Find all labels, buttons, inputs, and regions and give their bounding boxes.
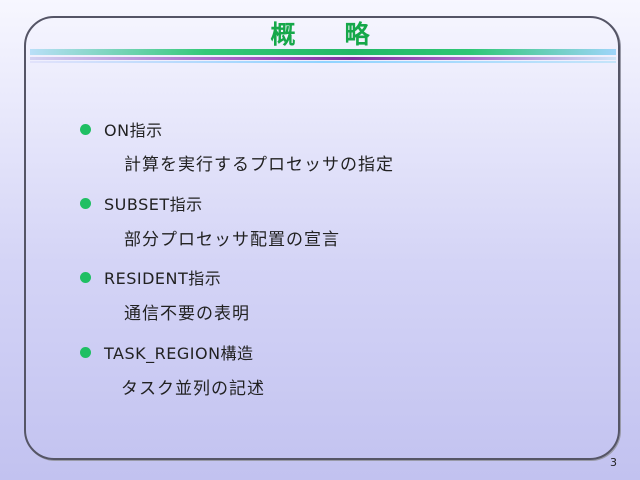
title-underline (30, 49, 616, 55)
slide-frame (24, 16, 620, 460)
page-number: 3 (610, 456, 617, 469)
bullet-detail: 部分プロセッサ配置の宣言 (124, 230, 340, 250)
bullet-dot-icon (80, 197, 91, 209)
bullet-dot-icon (80, 271, 91, 283)
bullet-heading: ON指示 (104, 121, 163, 140)
bullet-dot-icon (80, 123, 91, 135)
bullet-heading: SUBSET指示 (104, 195, 203, 214)
slide-title: 概 略 (270, 20, 382, 49)
bullet-item-on: ON指示 (80, 116, 163, 142)
bullet-item-task-region: TASK_REGION構造 (80, 339, 254, 365)
title-underline-accent (30, 57, 616, 60)
bullet-item-subset: SUBSET指示 (80, 190, 203, 216)
bullet-dot-icon (80, 346, 91, 358)
bullet-detail: 計算を実行するプロセッサの指定 (124, 155, 394, 175)
bullet-detail: 通信不要の表明 (124, 304, 250, 324)
bullet-item-resident: RESIDENT指示 (80, 264, 221, 290)
title-underline-light (30, 61, 616, 63)
bullet-heading: TASK_REGION構造 (104, 344, 254, 363)
bullet-detail: タスク並列の記述 (121, 379, 265, 399)
bullet-heading: RESIDENT指示 (104, 269, 222, 288)
